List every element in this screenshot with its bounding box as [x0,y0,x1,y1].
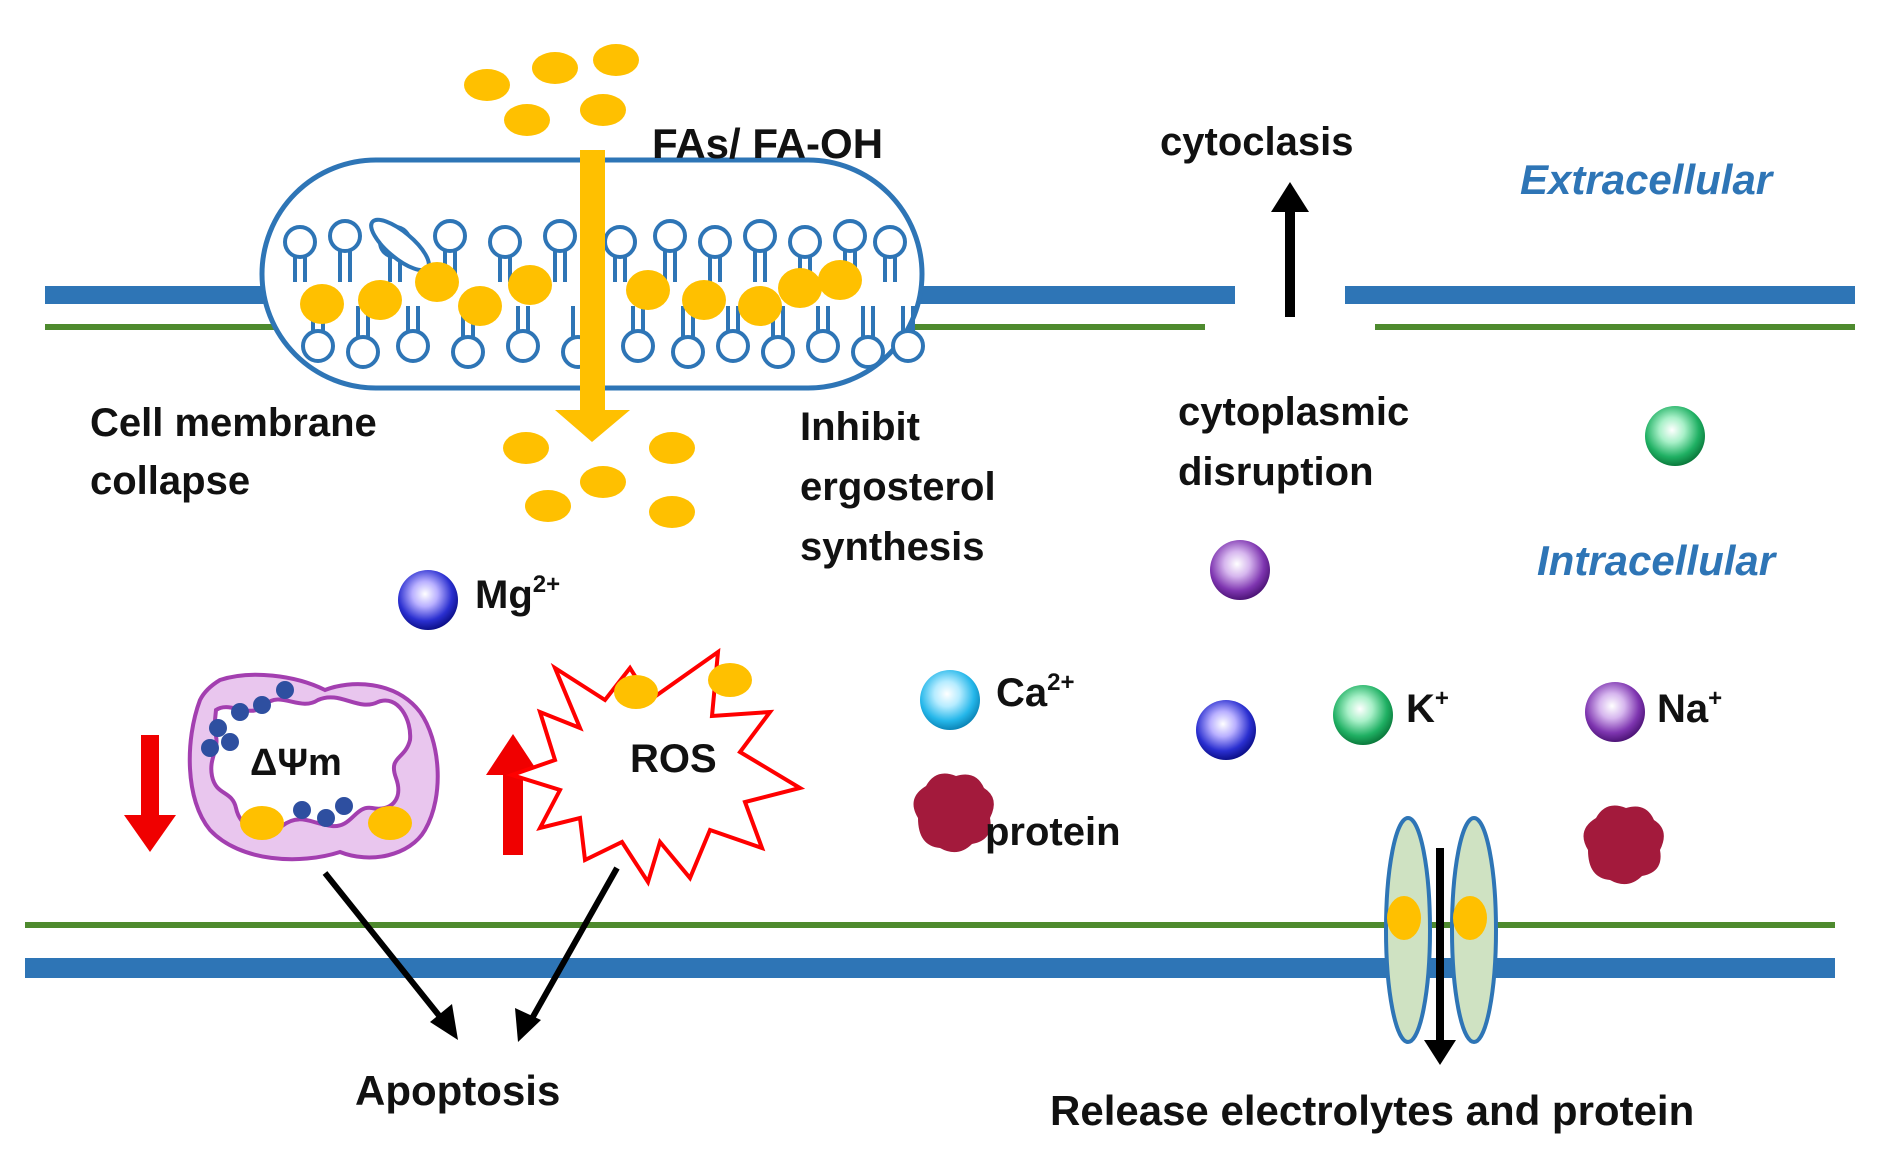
lipid-tail-top [338,250,352,282]
lipid-tail-top [663,250,677,282]
lipid-head-bottom [346,335,380,369]
label-inhibit-2: ergosterol [800,465,996,509]
lipid-tail-top [883,256,897,282]
lipid-head-top [328,219,362,253]
lipid-head-bottom [891,329,925,363]
ca-ion [920,670,980,730]
lipid-tail-top [553,250,567,282]
label-ca: Ca2+ [996,669,1075,715]
lipid-tail-bottom [631,306,645,331]
label-apoptosis: Apoptosis [355,1067,560,1114]
k-ion [1333,685,1393,745]
mg-ion [398,570,458,630]
lipid-head-top [698,225,732,259]
label-inhibit-1: Inhibit [800,405,920,449]
lipid-head-bottom [451,335,485,369]
lipid-head-top [873,225,907,259]
red-arrow-down [124,735,176,852]
membrane-gap-fragments [1205,286,1375,304]
lipid-head-top [433,219,467,253]
embedded-fatty-acids [300,260,862,326]
label-intracellular: Intracellular [1537,537,1778,584]
label-fas: FAs/ FA-OH [652,120,883,167]
label-k: K+ [1406,685,1449,731]
lipid-tail-bottom [406,306,420,331]
ros-starburst [505,647,806,887]
lipid-head-bottom [506,329,540,363]
lipid-head-top [743,219,777,253]
label-extracellular: Extracellular [1520,156,1775,203]
lipid-tail-bottom [861,306,875,337]
fa-penetration-arrow [555,150,630,442]
membrane-channel [1384,816,1498,1065]
lipid-head-bottom [806,329,840,363]
protein-blob-free [1583,805,1664,885]
lipid-head-top [603,225,637,259]
label-ros: ROS [630,737,717,781]
label-membrane-collapse-1: Cell membrane [90,401,377,445]
label-membrane-collapse-2: collapse [90,459,250,503]
label-cyto-disrupt-2: disruption [1178,450,1374,494]
lipid-tail-bottom [726,306,740,331]
label-protein: protein [985,810,1121,854]
fatty-acid-droplets-bottom [503,432,695,528]
mitochondrion [187,672,440,862]
lipid-head-bottom [851,335,885,369]
lipid-tail-top [613,256,627,282]
k-ion-free [1645,406,1705,466]
label-delta-psi: ΔΨm [250,742,342,784]
apoptosis-arrows [322,866,620,1025]
protein-blob [913,773,994,853]
outer-membrane-bottom [25,922,1835,978]
lipid-head-top [283,225,317,259]
red-arrow-up [486,734,540,855]
lipid-head-top [543,219,577,253]
lipid-head-top [833,219,867,253]
lipid-head-bottom [671,335,705,369]
na-ion-free [1210,540,1270,600]
lipid-tail-top [708,256,722,282]
label-release: Release electrolytes and protein [1050,1087,1694,1134]
na-ion [1585,682,1645,742]
mg-ion-free [1196,700,1256,760]
lipid-head-bottom [716,329,750,363]
fatty-acid-droplets-top [464,44,639,136]
lipid-tail-bottom [816,306,830,331]
label-inhibit-3: synthesis [800,525,985,569]
lipid-head-bottom [621,329,655,363]
lipid-head-top [653,219,687,253]
lipid-head-bottom [396,329,430,363]
lipid-head-bottom [301,329,335,363]
lipid-tail-bottom [901,306,915,331]
label-mg: Mg2+ [475,571,560,617]
lipid-tail-bottom [516,306,530,331]
lipid-head-bottom [761,335,795,369]
lipid-tail-top [293,256,307,282]
lipid-head-top [488,225,522,259]
label-na: Na+ [1657,685,1722,731]
label-cytoclasis: cytoclasis [1160,120,1353,164]
apoptosis-arrowheads [430,1004,541,1042]
lipid-head-top [788,225,822,259]
label-cyto-disrupt-1: cytoplasmic [1178,390,1409,434]
lipid-tail-top [753,250,767,282]
cytoclasis-arrow [1271,182,1309,317]
